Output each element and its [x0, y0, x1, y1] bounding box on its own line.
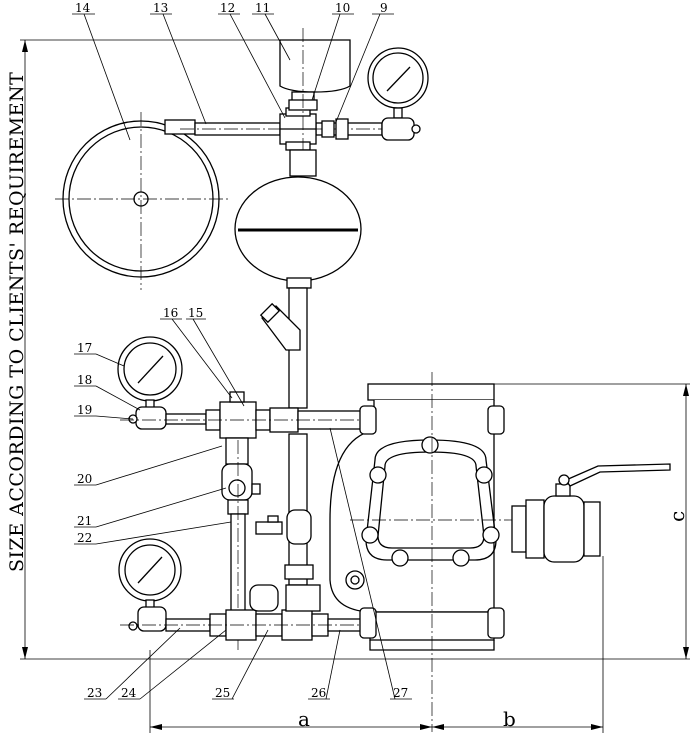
middle-left-gauge [117, 336, 207, 430]
drum-tank [55, 112, 228, 290]
top-gauge [321, 47, 429, 141]
label-19: 19 [77, 403, 92, 417]
dimension-a: a [298, 707, 310, 731]
accelerator [279, 28, 351, 320]
label-27: 27 [393, 686, 408, 700]
leader-lines [72, 13, 412, 700]
label-13: 13 [153, 1, 168, 15]
label-18: 18 [77, 373, 92, 387]
part-labels: 14 13 12 11 10 9 16 15 17 18 19 20 21 22… [75, 1, 408, 700]
dimension-b: b [503, 707, 516, 731]
overall-dimension [20, 39, 690, 660]
label-23: 23 [87, 686, 102, 700]
alarm-valve-body [329, 372, 515, 732]
side-text: SIZE ACCORDING TO CLIENTS' REQUIREMENT [6, 72, 28, 572]
label-22: 22 [77, 531, 92, 545]
ball-valve [511, 463, 671, 563]
label-15: 15 [188, 306, 203, 320]
label-17: 17 [77, 341, 92, 355]
dimension-lines [149, 383, 690, 733]
top-cross [279, 107, 317, 151]
lower-gauge [118, 538, 182, 632]
label-24: 24 [121, 686, 137, 700]
label-16: 16 [163, 306, 178, 320]
retard-chamber [234, 149, 362, 289]
drain-trim [221, 437, 261, 650]
middle-cross [120, 391, 380, 439]
strainer [259, 302, 301, 351]
label-21: 21 [77, 514, 92, 528]
label-25: 25 [215, 686, 230, 700]
label-20: 20 [77, 472, 92, 486]
label-10: 10 [335, 1, 350, 15]
label-9: 9 [380, 1, 388, 15]
dimension-c: c [665, 511, 689, 522]
label-12: 12 [220, 1, 235, 15]
label-14: 14 [75, 1, 91, 15]
test-valve [255, 509, 314, 580]
label-26: 26 [311, 686, 326, 700]
label-11: 11 [255, 1, 270, 15]
